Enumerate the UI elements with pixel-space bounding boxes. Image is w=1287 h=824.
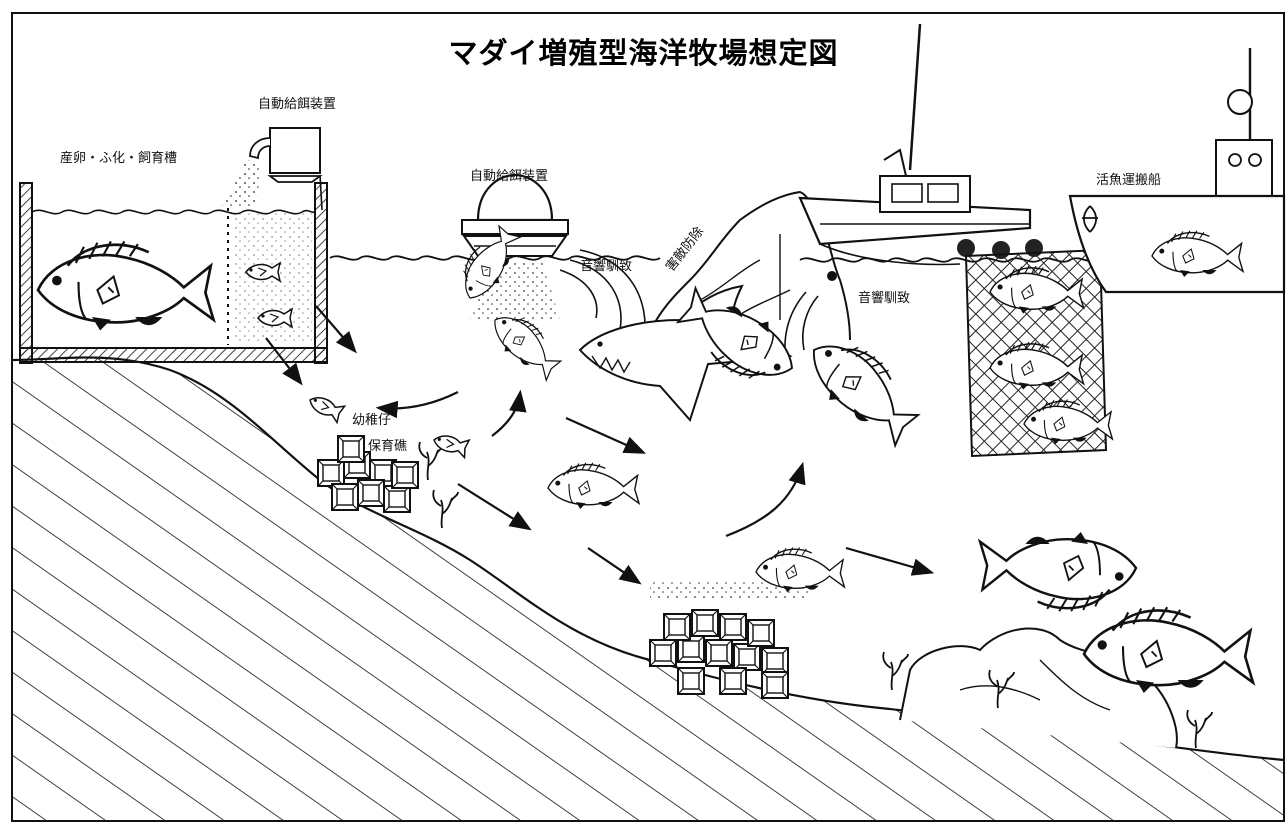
label-tank-feeder: 自動給餌装置 [258,97,337,112]
diagram-title: マダイ増殖型海洋牧場想定図 [448,36,839,70]
fishing-boat [779,23,1032,361]
label-hatchery: 産卵・ふ化・飼育槽 [60,151,178,166]
label-nursery-reef: 保育礁 [368,439,408,454]
label-juveniles: 幼稚仔 [352,413,392,428]
migration-arrows [265,305,935,585]
label-buoy-feeder: 自動給餌装置 [470,169,549,184]
label-live-fish-carrier: 活魚運搬船 [1096,173,1162,188]
nursery-reef-2 [649,580,810,699]
tank-feeder [222,127,323,211]
label-sound-lure-2: 音響馴致 [858,291,911,306]
label-sound-lure-1: 音響馴致 [580,259,633,274]
